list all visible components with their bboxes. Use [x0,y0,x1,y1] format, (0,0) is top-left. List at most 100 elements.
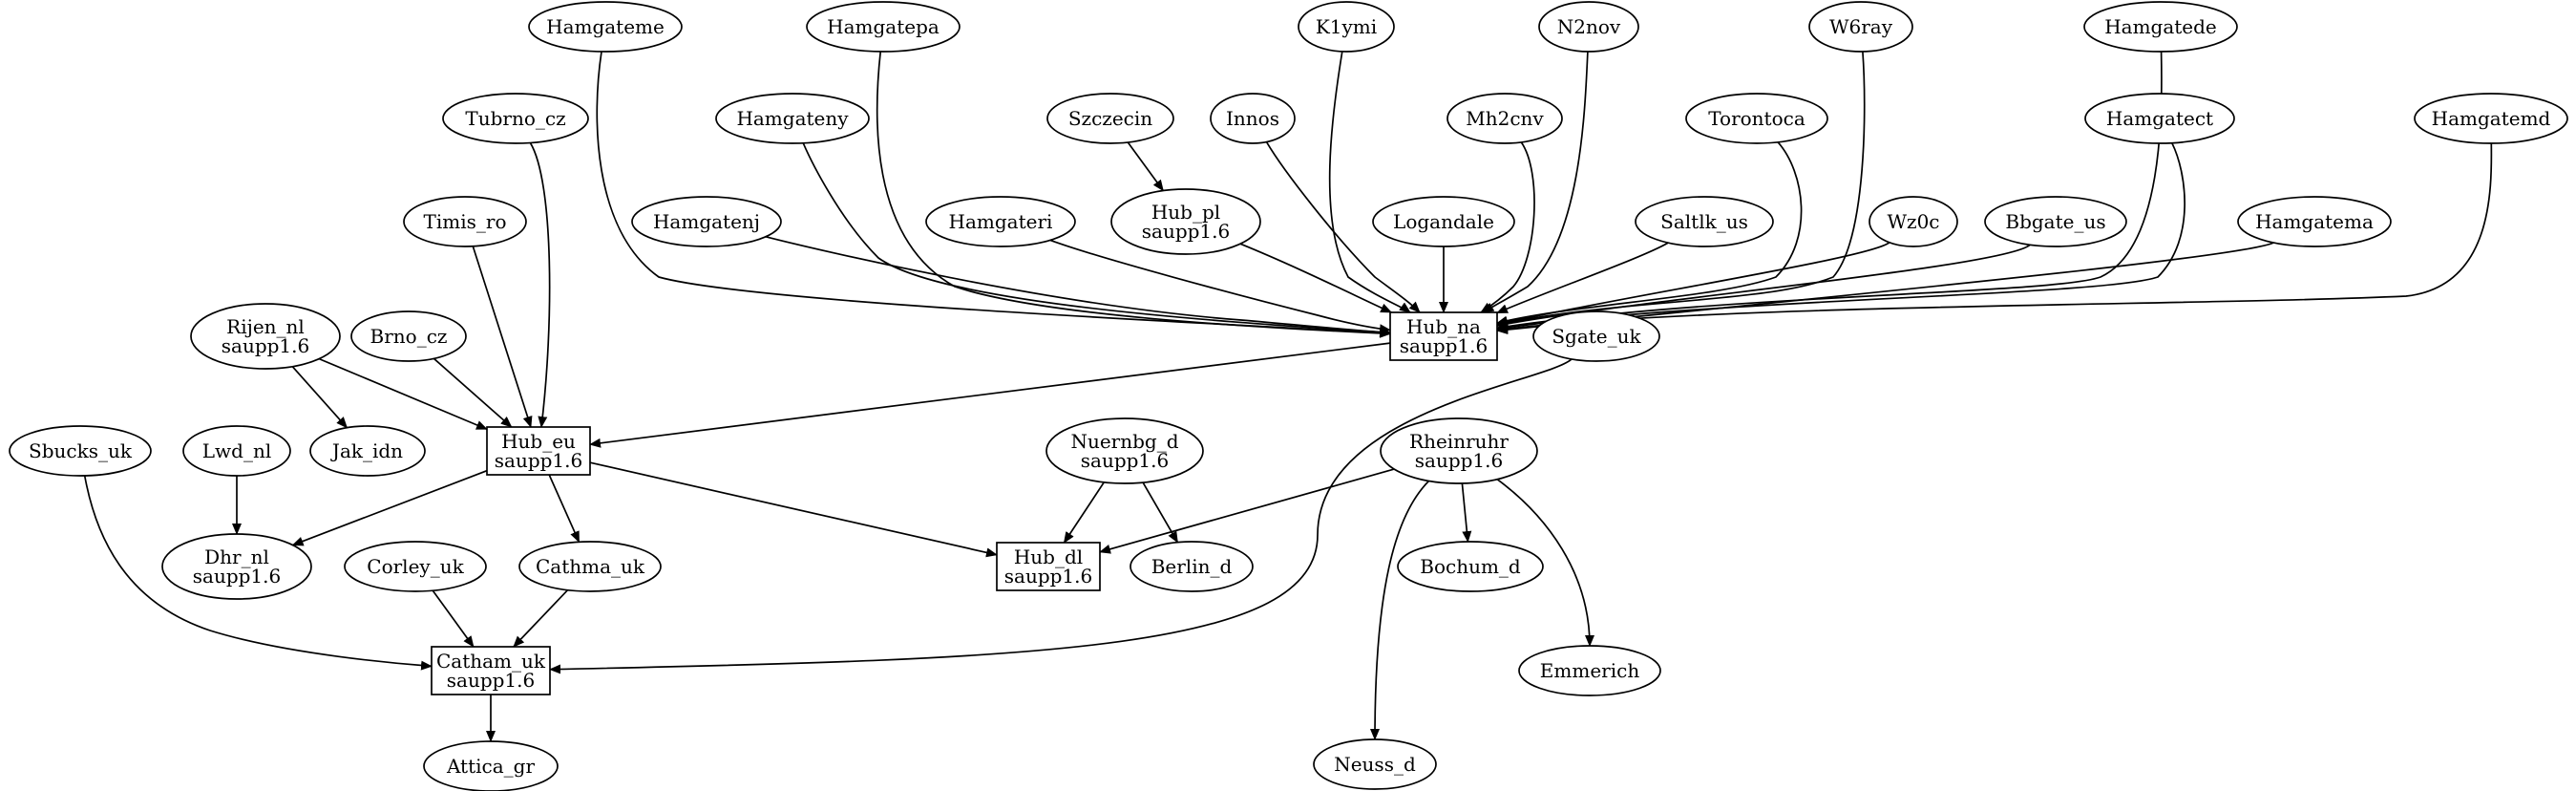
node-hamgatect[interactable]: Hamgatect [2084,93,2235,144]
node-ellipse [2414,93,2568,144]
node-jak_idn[interactable]: Jak_idn [309,425,426,477]
node-saltlk_us[interactable]: Saltlk_us [1635,196,1774,247]
edge-k1ymi-to-hub_na [1328,51,1411,313]
node-label: Mh2cnv [1466,107,1544,130]
node-ellipse [1446,93,1563,144]
node-label: Hamgatenj [653,210,760,233]
node-label: Torontoca [1708,107,1805,130]
node-label: Hub_pl [1151,201,1220,224]
node-hamgatede[interactable]: Hamgatede [2083,1,2238,53]
node-w6ray[interactable]: W6ray [1808,1,1913,53]
node-ellipse [2237,196,2392,247]
node-bochum_d[interactable]: Bochum_d [1397,541,1544,592]
node-box [1389,311,1498,361]
node-attica_gr[interactable]: Attica_gr [423,740,559,791]
node-brno_cz[interactable]: Brno_cz [350,310,467,362]
node-hamgateny[interactable]: Hamgateny [715,93,870,144]
node-timis_ro[interactable]: Timis_ro [403,196,527,247]
node-ellipse [1130,541,1254,592]
node-label: K1ymi [1316,15,1377,38]
node-lwd_nl[interactable]: Lwd_nl [182,425,291,477]
node-neuss_d[interactable]: Neuss_d [1313,738,1437,790]
node-label: Jak_idn [330,439,403,462]
node-hamgatemd[interactable]: Hamgatemd [2414,93,2568,144]
node-label: Hamgatede [2104,15,2217,38]
node-label: Logandale [1393,210,1494,233]
node-sbucks_uk[interactable]: Sbucks_uk [9,425,152,477]
node-hamgateri[interactable]: Hamgateri [925,196,1076,247]
node-ellipse [1518,645,1661,696]
node-sgate_uk[interactable]: Sgate_uk [1532,310,1660,362]
node-cathma_uk[interactable]: Cathma_uk [518,541,662,592]
node-k1ymi[interactable]: K1ymi [1298,1,1395,53]
edge-hub_na-to-hub_eu [589,342,1391,448]
node-ellipse [1313,738,1437,790]
node-sublabel: saupp1.6 [1415,449,1503,472]
node-sublabel: saupp1.6 [1004,565,1092,588]
node-ellipse [1046,93,1174,144]
node-n2nov[interactable]: N2nov [1538,1,1639,53]
edge-hamgatede-to-hub_na [1496,51,2163,331]
node-label: Nuernbg_d [1070,430,1178,453]
edge-hamgatema-to-hub_na [1496,242,2274,335]
node-label: N2nov [1557,15,1621,38]
node-box [486,426,591,476]
node-ellipse [528,1,683,53]
node-hamgatema[interactable]: Hamgatema [2237,196,2392,247]
node-ellipse [1635,196,1774,247]
node-tubrno_cz[interactable]: Tubrno_cz [442,93,589,144]
node-ellipse [518,541,662,592]
node-hamgatepa[interactable]: Hamgatepa [806,1,961,53]
node-emmerich[interactable]: Emmerich [1518,645,1661,696]
node-bbgate_us[interactable]: Bbgate_us [1984,196,2127,247]
node-corley_uk[interactable]: Corley_uk [344,541,487,592]
node-innos[interactable]: Innos [1210,93,1296,144]
node-berlin_d[interactable]: Berlin_d [1130,541,1254,592]
node-label: Innos [1226,107,1279,130]
node-box [996,542,1101,591]
node-ellipse [1210,93,1296,144]
node-hamgatenj[interactable]: Hamgatenj [631,196,782,247]
node-label: Hub_dl [1014,545,1083,568]
node-ellipse [1685,93,1828,144]
edge-hamgatemd-to-hub_na [1496,142,2493,334]
node-mh2cnv[interactable]: Mh2cnv [1446,93,1563,144]
node-sublabel: saupp1.6 [1400,334,1488,357]
edge-hub_eu-to-dhr_nl [291,469,488,546]
node-szczecin[interactable]: Szczecin [1046,93,1174,144]
node-label: Bochum_d [1420,555,1521,578]
node-ellipse [631,196,782,247]
node-logandale[interactable]: Logandale [1372,196,1515,247]
node-hamgateme[interactable]: Hamgateme [528,1,683,53]
edge-sgate_uk-to-catham_uk [549,358,1573,674]
node-torontoca[interactable]: Torontoca [1685,93,1828,144]
node-ellipse [2083,1,2238,53]
node-wz0c[interactable]: Wz0c [1869,196,1958,247]
edge-nuernbg_d-to-berlin_d [1142,481,1179,544]
node-label: Catham_uk [436,650,546,673]
edge-brno_cz-to-hub_eu [433,357,513,428]
edge-hamgateme-to-hub_na [596,51,1391,338]
node-ellipse [403,196,527,247]
edge-rheinruhr-to-hub_dl [1099,468,1395,554]
node-label: Hamgatemd [2432,107,2551,130]
node-ellipse [925,196,1076,247]
edge-nuernbg_d-to-hub_dl [1063,481,1106,544]
node-label: Sgate_uk [1552,325,1641,348]
edge-rijen_nl-to-jak_idn [291,366,348,429]
node-label: Hub_na [1406,315,1481,338]
node-label: Saltlk_us [1660,210,1748,233]
node-ellipse [806,1,961,53]
node-box [431,646,551,695]
node-ellipse [1372,196,1515,247]
edge-hamgateny-to-hub_na [802,142,1391,337]
